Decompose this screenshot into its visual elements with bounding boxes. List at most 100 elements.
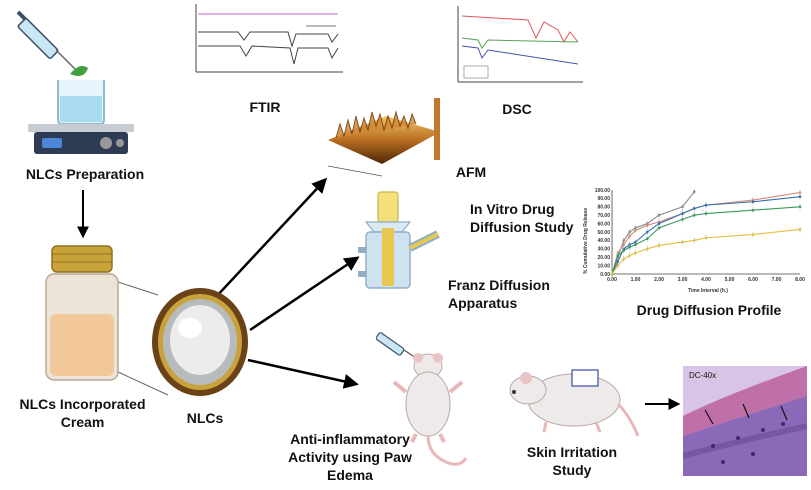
chart-xlabel: Time Interval (h.) [688, 288, 728, 294]
chart-xtick-label: 2.00 [654, 277, 664, 283]
chart-xtick-label: 3.00 [678, 277, 688, 283]
chart-point [634, 251, 637, 255]
chart-point [692, 213, 696, 217]
chart-point [751, 233, 755, 236]
dsc-label: DSC [502, 101, 532, 117]
arrow-nlc-to-franz [249, 256, 360, 332]
chart-ytick-label: 80.00 [597, 205, 610, 211]
chart-point [751, 208, 755, 212]
franz-label-line1: Franz Diffusion [448, 277, 550, 293]
chart-point [634, 229, 637, 232]
arrow-nlc-to-rat [247, 358, 359, 389]
chart-ytick-label: 40.00 [597, 238, 610, 244]
chart-point [692, 207, 696, 210]
chart-xtick-label: 8.00 [795, 277, 805, 283]
rat-skin-irritation-illustration [509, 369, 640, 437]
chart-point [681, 212, 684, 215]
chart-point [610, 272, 614, 276]
syringe-icon [16, 10, 77, 71]
nlcs-label: NLCs [186, 410, 224, 426]
arrow-nlc-to-afm [214, 177, 328, 299]
chart-point [657, 222, 661, 225]
chart-point [616, 254, 620, 257]
chart-point [692, 239, 696, 242]
chart-ytick-label: 30.00 [597, 247, 610, 253]
chart-xtick-label: 1.00 [631, 277, 641, 283]
invitro-label-line2: Diffusion Study [470, 219, 574, 235]
nlc-preparation-illustration [16, 10, 134, 154]
dsc-thermogram-thumbnail [448, 2, 588, 92]
cream-label-line1: NLCs Incorporated [19, 396, 146, 412]
chart-point [645, 247, 649, 251]
chart-point [751, 200, 755, 204]
anti-label-line1: Anti-inflammatory [290, 431, 410, 447]
chart-point [704, 212, 708, 215]
drug-diffusion-chart: % Cumulative Drug Release Time Interval … [583, 188, 805, 294]
zoom-line-bottom [117, 371, 169, 396]
rat-body [405, 371, 451, 437]
chart-point [681, 205, 684, 209]
drug-diffusion-profile-label: Drug Diffusion Profile [636, 302, 782, 318]
chart-series-line [611, 228, 801, 275]
chart-point [798, 205, 802, 209]
chart-point [628, 230, 631, 234]
skin-label-line2: Study [552, 462, 592, 478]
chart-point [622, 243, 626, 246]
shaved-patch [571, 369, 599, 387]
syringe-icon-2 [376, 332, 417, 359]
chart-point [681, 218, 684, 221]
stirrer-plate-icon [28, 124, 134, 154]
franz-label-line2: Apparatus [448, 295, 518, 311]
cream-label: NLCs Incorporated Cream [0, 395, 165, 431]
beaker-icon [57, 80, 105, 125]
chart-ytick-label: 70.00 [597, 213, 610, 219]
chart-xtick-label: 0.00 [607, 277, 617, 283]
chart-point [798, 195, 802, 199]
cream-jar-illustration [45, 245, 119, 381]
zoom-line-top [117, 281, 159, 296]
chart-point [622, 257, 626, 261]
chart-point [798, 191, 802, 194]
chart-point [616, 260, 620, 263]
nlc-particle-illustration [152, 288, 248, 396]
skin-irritation-label: Skin Irritation Study [512, 443, 632, 479]
chart-xtick-label: 4.00 [701, 277, 711, 283]
chart-point [645, 230, 649, 234]
chart-point [622, 249, 626, 252]
chart-point [657, 244, 661, 247]
afm-label: AFM [455, 164, 487, 180]
chart-ytick-label: 0.00 [600, 272, 610, 278]
chart-point [681, 240, 684, 244]
skin-histology-image: DC-40x [683, 366, 807, 476]
cream-label-line2: Cream [60, 414, 105, 430]
chart-xtick-label: 7.00 [772, 277, 782, 283]
chart-point [645, 223, 649, 227]
chart-ytick-label: 20.00 [597, 255, 610, 261]
chart-ytick-label: 10.00 [597, 263, 610, 269]
franz-label: Franz Diffusion Apparatus [448, 276, 550, 312]
chart-point [704, 236, 708, 240]
nlc-preparation-label: NLCs Preparation [25, 166, 145, 182]
ftir-label: FTIR [249, 99, 281, 115]
chart-point [628, 254, 631, 257]
chart-point [628, 234, 631, 238]
invitro-label: In Vitro Drug Diffusion Study [470, 200, 573, 236]
chart-ytick-label: 60.00 [597, 221, 610, 227]
chart-point [622, 239, 626, 242]
chart-point [645, 237, 649, 241]
franz-cell-illustration [358, 191, 440, 289]
afm-surface-thumbnail [327, 98, 440, 177]
chart-xtick-label: 5.00 [725, 277, 735, 283]
rat-paw-edema-illustration [376, 332, 468, 466]
anti-inflammatory-label: Anti-inflammatory Activity using Paw Ede… [260, 430, 440, 484]
leaf-icon [70, 66, 88, 76]
chart-point [657, 226, 661, 230]
invitro-label-line1: In Vitro Drug [470, 201, 555, 217]
chart-point [616, 264, 620, 267]
chart-ytick-label: 90.00 [597, 196, 610, 202]
chart-point [634, 243, 637, 246]
anti-label-line3: Edema [327, 467, 373, 483]
chart-xtick-label: 6.00 [748, 277, 758, 283]
anti-label-line2: Activity using Paw [288, 449, 412, 465]
